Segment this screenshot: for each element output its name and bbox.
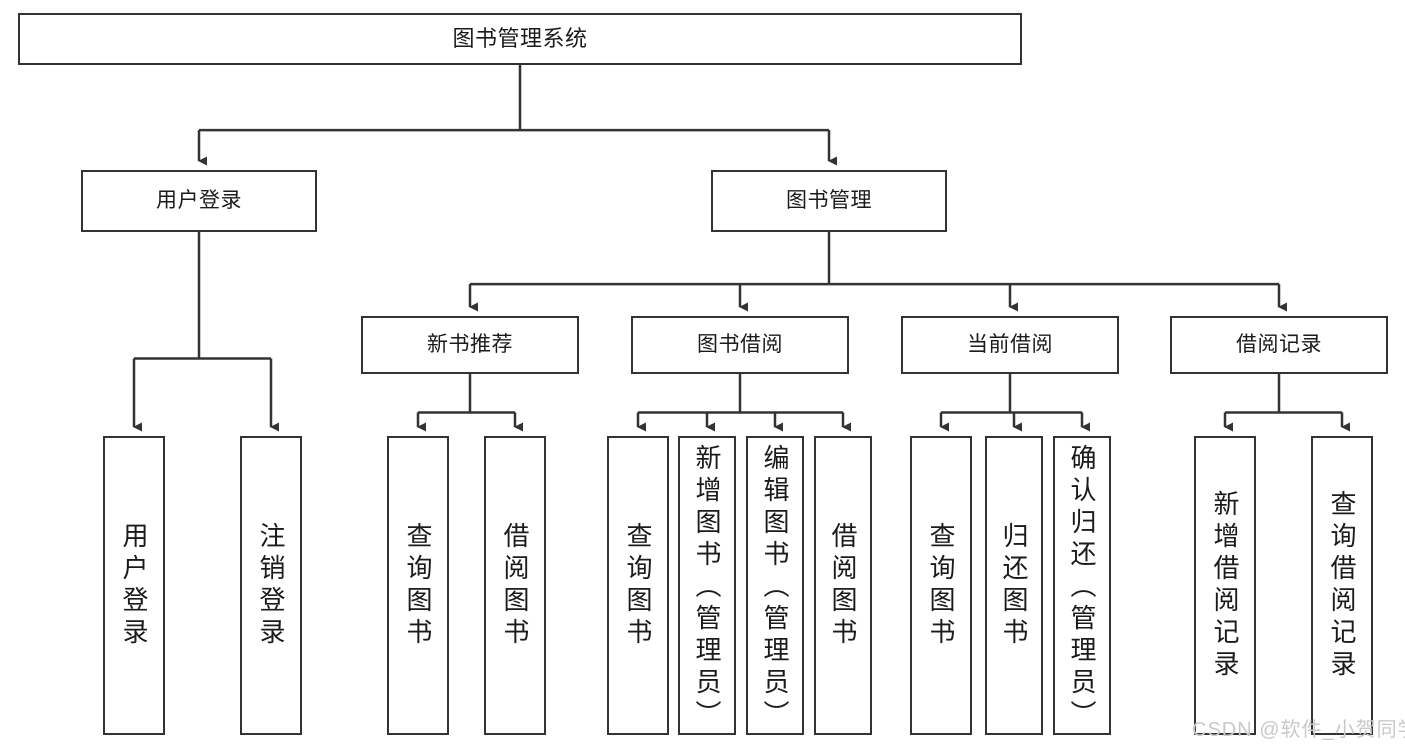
node-label-leaf-query-book: 查询图书 xyxy=(623,521,653,650)
node-label-root: 图书管理系统 xyxy=(452,25,588,51)
watermark-label: CSDN @软件_小贺同学 xyxy=(1192,719,1405,741)
node-book-manage[interactable]: 图书管理 xyxy=(711,170,947,232)
node-new-book-rec[interactable]: 新书推荐 xyxy=(361,316,579,374)
node-label-leaf-query-book-cur: 查询图书 xyxy=(926,521,956,650)
node-label-leaf-query-book-rec: 查询图书 xyxy=(403,521,433,650)
node-label-leaf-logout: 注销登录 xyxy=(256,521,286,650)
node-leaf-query-record[interactable]: 查询借阅记录 xyxy=(1311,436,1373,735)
node-leaf-query-book-cur[interactable]: 查询图书 xyxy=(910,436,972,735)
node-label-user-login: 用户登录 xyxy=(156,189,242,213)
node-leaf-query-book[interactable]: 查询图书 xyxy=(607,436,669,735)
node-label-current-borrow: 当前借阅 xyxy=(967,333,1053,357)
node-label-leaf-borrow-book: 借阅图书 xyxy=(828,521,858,650)
node-leaf-borrow-book[interactable]: 借阅图书 xyxy=(814,436,872,735)
node-leaf-add-record[interactable]: 新增借阅记录 xyxy=(1194,436,1256,735)
node-user-login[interactable]: 用户登录 xyxy=(81,170,317,232)
node-label-book-borrow: 图书借阅 xyxy=(697,333,783,357)
node-leaf-add-book[interactable]: 新增图书（管理员） xyxy=(678,436,736,735)
node-leaf-query-book-rec[interactable]: 查询图书 xyxy=(387,436,449,735)
node-label-leaf-query-record: 查询借阅记录 xyxy=(1327,489,1357,682)
node-book-borrow[interactable]: 图书借阅 xyxy=(631,316,849,374)
node-label-leaf-user-login: 用户登录 xyxy=(119,521,149,650)
node-label-leaf-edit-book: 编辑图书（管理员） xyxy=(760,444,790,732)
node-label-book-manage: 图书管理 xyxy=(786,189,872,213)
node-label-leaf-add-book: 新增图书（管理员） xyxy=(692,444,722,732)
node-label-leaf-return-book: 归还图书 xyxy=(999,521,1029,650)
node-label-leaf-confirm-return: 确认归还（管理员） xyxy=(1067,444,1097,732)
node-current-borrow[interactable]: 当前借阅 xyxy=(901,316,1119,374)
node-label-leaf-add-record: 新增借阅记录 xyxy=(1210,489,1240,682)
node-borrow-record[interactable]: 借阅记录 xyxy=(1170,316,1388,374)
node-leaf-return-book[interactable]: 归还图书 xyxy=(985,436,1043,735)
node-leaf-edit-book[interactable]: 编辑图书（管理员） xyxy=(746,436,804,735)
node-root[interactable]: 图书管理系统 xyxy=(18,13,1022,65)
node-label-borrow-record: 借阅记录 xyxy=(1236,333,1322,357)
node-label-new-book-rec: 新书推荐 xyxy=(427,333,513,357)
node-leaf-confirm-return[interactable]: 确认归还（管理员） xyxy=(1053,436,1111,735)
node-leaf-logout[interactable]: 注销登录 xyxy=(240,436,302,735)
node-label-leaf-borrow-book-rec: 借阅图书 xyxy=(500,521,530,650)
node-leaf-user-login[interactable]: 用户登录 xyxy=(103,436,165,735)
node-leaf-borrow-book-rec[interactable]: 借阅图书 xyxy=(484,436,546,735)
